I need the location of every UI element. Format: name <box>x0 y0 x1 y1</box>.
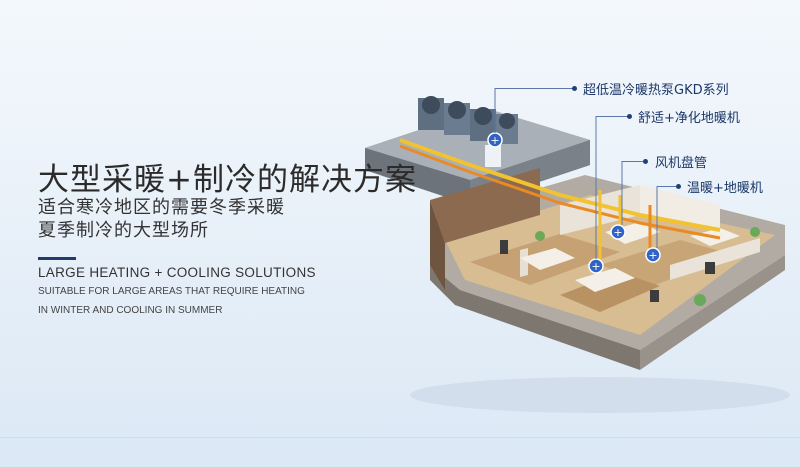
callout-dot-gkd <box>572 86 577 91</box>
callout-dot-warm-floor <box>676 184 681 189</box>
marker-gkd[interactable]: + <box>487 132 503 148</box>
english-subtitle-line1: SUITABLE FOR LARGE AREAS THAT REQUIRE HE… <box>38 286 305 297</box>
headline-title: 大型采暖+制冷的解决方案 <box>38 162 417 198</box>
callout-line-gkd <box>495 88 573 89</box>
english-title-rule <box>38 257 76 260</box>
callout-line-fan-coil <box>622 161 644 162</box>
headline-subtitle-line2: 夏季制冷的大型场所 <box>38 220 209 241</box>
svg-text:+: + <box>490 134 499 147</box>
bottom-divider <box>0 437 800 438</box>
headline-subtitle-line1: 适合寒冷地区的需要冬季采暖 <box>38 197 285 218</box>
english-title: LARGE HEATING + COOLING SOLUTIONS <box>38 265 316 280</box>
callout-dot-floor-heater <box>627 114 632 119</box>
callout-fan-coil-label: 风机盘管 <box>655 156 708 171</box>
callout-warm-floor-label: 温暖+地暖机 <box>687 181 763 196</box>
svg-text:+: + <box>591 260 600 273</box>
callout-line-warm-floor <box>657 186 677 187</box>
callout-floor-heater-label: 舒适+净化地暖机 <box>638 111 740 126</box>
english-subtitle-line2: IN WINTER AND COOLING IN SUMMER <box>38 305 223 316</box>
callout-line-floor-heater <box>596 116 628 117</box>
callout-dot-fan-coil <box>643 159 648 164</box>
svg-text:+: + <box>648 249 657 262</box>
callout-gkd-label: 超低温冷暖热泵GKD系列 <box>583 83 729 98</box>
marker-warm-floor[interactable]: + <box>645 247 661 263</box>
marker-floor-heater[interactable]: + <box>610 224 626 240</box>
svg-text:+: + <box>613 226 622 239</box>
marker-fan-coil[interactable]: + <box>588 258 604 274</box>
